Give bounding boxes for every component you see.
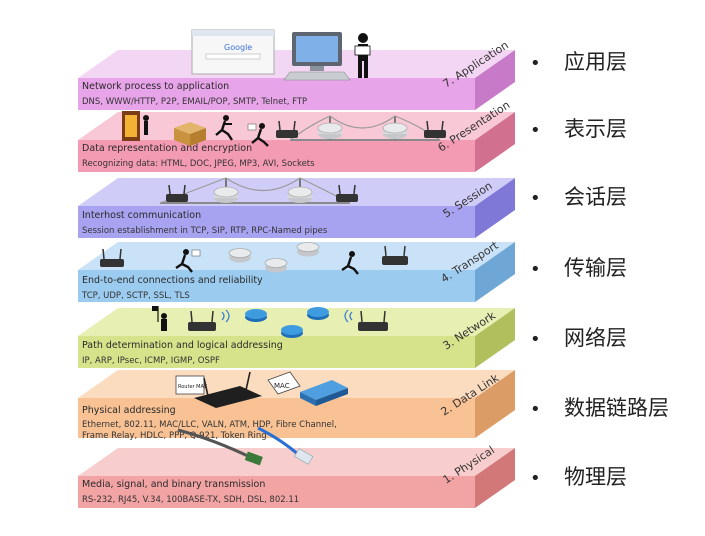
router-icon xyxy=(317,122,343,139)
ethernet-cable-icon xyxy=(177,428,263,466)
bullet-icon: • xyxy=(530,468,541,489)
router-icon xyxy=(382,245,408,265)
bullet-icon: • xyxy=(530,120,541,141)
bullet-icon: • xyxy=(530,188,541,209)
mac-tag: MAC xyxy=(267,371,301,395)
layer-presentation-title: Data representation and encryption xyxy=(82,143,252,154)
router-icon xyxy=(228,248,252,263)
layer-network-detail: IP, ARP, IPsec, ICMP, IGMP, OSPF xyxy=(82,356,220,366)
chinese-label-text: 表示层 xyxy=(564,117,627,141)
wifi-signal-icon xyxy=(221,309,230,323)
running-figure-icon xyxy=(175,249,201,273)
layer-datalink-title: Physical addressing xyxy=(82,405,176,416)
router-icon xyxy=(166,184,188,202)
running-figure-icon xyxy=(215,115,233,141)
layer-session-title: Interhost communication xyxy=(82,210,201,221)
router-icon xyxy=(336,184,358,202)
ethernet-cable-blue-icon xyxy=(257,426,314,465)
router-icon xyxy=(287,186,313,203)
layer-presentation: Data representation and encryption Recog… xyxy=(78,98,515,172)
layer-transport-top xyxy=(78,242,515,270)
router-icon xyxy=(358,310,388,331)
layer-physical: Media, signal, and binary transmission R… xyxy=(78,444,515,508)
chinese-label-datalink: • 数据链路层 xyxy=(530,393,669,423)
router-icon xyxy=(264,258,288,273)
door-icon xyxy=(122,111,149,141)
layer-network-side xyxy=(475,308,515,368)
layer-physical-side xyxy=(475,448,515,508)
layer-physical-top xyxy=(78,448,515,476)
layer-transport: End-to-end connections and reliability T… xyxy=(78,239,515,302)
layer-physical-detail: RS-232, RJ45, V.34, 100BASE-TX, SDH, DSL… xyxy=(82,495,299,505)
layer-application-detail: DNS, WWW/HTTP, P2P, EMAIL/POP, SMTP, Tel… xyxy=(82,97,307,107)
layer-datalink-detail-1: Ethernet, 802.11, MAC/LLC, VALN, ATM, HD… xyxy=(82,420,337,430)
layer-physical-front xyxy=(78,476,475,508)
layer-session-side xyxy=(475,178,515,238)
router-icon xyxy=(296,242,320,257)
layer-presentation-front xyxy=(78,140,475,172)
browser-google-logo: Google xyxy=(224,43,252,52)
router-mac-tag-label: Router MAC xyxy=(178,384,208,390)
layer-presentation-detail: Recognizing data: HTML, DOC, JPEG, MP3, … xyxy=(82,159,315,169)
person-icon xyxy=(354,33,371,78)
running-figure-icon xyxy=(247,123,269,147)
mac-tag-label: MAC xyxy=(274,382,290,390)
layer-network-top xyxy=(78,308,515,336)
chinese-label-text: 传输层 xyxy=(564,256,627,280)
network-switch-icon xyxy=(300,380,348,406)
router-mac-tag: Router MAC xyxy=(175,375,208,395)
chinese-layer-list: • 应用层 • 表示层 • 会话层 • 传输层 • 网络层 • 数据链路层 • 物理层 xyxy=(530,0,705,536)
layer-datalink-side xyxy=(475,370,515,438)
layer-datalink-detail-2: Frame Relay, HDLC, PPP, Q.921, Token Rin… xyxy=(82,431,267,441)
chinese-label-text: 会话层 xyxy=(564,185,627,209)
layer-datalink-front xyxy=(78,398,475,438)
package-box-icon xyxy=(174,122,206,146)
chinese-label-network: • 网络层 xyxy=(530,323,627,353)
layer-transport-title: End-to-end connections and reliability xyxy=(82,275,263,286)
chinese-label-text: 数据链路层 xyxy=(564,396,669,420)
router-icon xyxy=(194,371,262,408)
layer-session-front xyxy=(78,206,475,238)
chinese-label-text: 网络层 xyxy=(564,326,627,350)
chinese-label-transport: • 传输层 xyxy=(530,253,627,283)
wifi-signal-icon xyxy=(344,309,353,323)
layer-network-title: Path determination and logical addressin… xyxy=(82,340,283,351)
layer-transport-front xyxy=(78,270,475,302)
chinese-label-application: • 应用层 xyxy=(530,47,627,77)
running-figure-icon xyxy=(341,251,359,275)
browser-window-icon: Google xyxy=(191,29,275,75)
router-icon xyxy=(382,122,408,139)
chinese-label-session: • 会话层 xyxy=(530,182,627,212)
layer-transport-side xyxy=(475,242,515,302)
layer-application: Network process to application DNS, WWW/… xyxy=(78,39,515,110)
chinese-label-text: 应用层 xyxy=(564,50,627,74)
bullet-icon: • xyxy=(530,259,541,280)
layer-application-side xyxy=(475,50,515,110)
router-icon xyxy=(213,186,239,203)
layer-transport-detail: TCP, UDP, SCTP, SSL, TLS xyxy=(81,291,190,301)
layer-network-front xyxy=(78,336,475,368)
router-icon xyxy=(276,120,298,138)
router-icon xyxy=(424,120,446,138)
router-icon xyxy=(100,248,124,267)
layer-application-front xyxy=(78,78,475,110)
layer-application-title: Network process to application xyxy=(82,81,229,92)
bullet-icon: • xyxy=(530,399,541,420)
network-router-blue-icon xyxy=(307,307,329,320)
router-icon xyxy=(188,310,216,331)
layer-presentation-side xyxy=(475,112,515,172)
layer-physical-title: Media, signal, and binary transmission xyxy=(82,479,265,490)
chinese-label-physical: • 物理层 xyxy=(530,462,627,492)
chinese-label-presentation: • 表示层 xyxy=(530,114,627,144)
person-with-flag-icon xyxy=(152,306,167,331)
desktop-computer-icon xyxy=(283,32,351,81)
layer-session-detail: Session establishment in TCP, SIP, RTP, … xyxy=(82,226,328,236)
bullet-icon: • xyxy=(530,329,541,350)
bullet-icon: • xyxy=(530,53,541,74)
layer-network: Path determination and logical addressin… xyxy=(78,308,515,368)
chinese-label-text: 物理层 xyxy=(564,465,627,489)
network-router-blue-icon xyxy=(245,309,267,322)
network-router-blue-icon xyxy=(281,325,303,338)
